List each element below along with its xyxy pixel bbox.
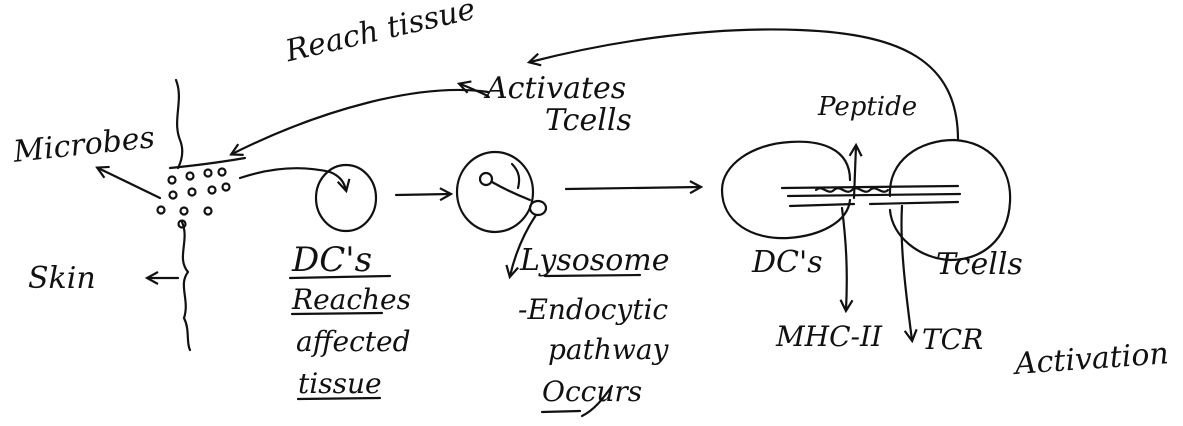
tcr-label: TCR	[922, 326, 983, 354]
affected-label: affected	[296, 328, 411, 356]
peptide-label: Peptide	[818, 94, 917, 120]
dcs-label: DC's	[292, 243, 372, 277]
t-cell	[890, 140, 1010, 260]
arrow-tcr-down	[901, 206, 912, 340]
skin-boundary-lower	[182, 222, 190, 350]
arrow-to-presenting-dc	[566, 187, 700, 189]
underline-occurs	[542, 411, 580, 412]
dendritic-cell-2	[457, 152, 533, 232]
arrow-to-lysosome	[512, 164, 519, 188]
endocytic-label: -Endocytic	[518, 296, 668, 324]
arrow-activates-to-skin	[232, 90, 488, 154]
lysosome-body	[530, 201, 546, 215]
peptide-squiggle	[816, 188, 888, 191]
tcr-line-1	[870, 202, 958, 204]
tcells-label-top: Tcells	[545, 106, 632, 136]
arrow-dc-to-endocytosis	[396, 194, 450, 195]
arrow-peptide-up	[854, 146, 856, 198]
endosome-path	[492, 182, 530, 200]
mhc-line-2	[788, 194, 960, 196]
tcells-label-right: Tcells	[936, 250, 1023, 280]
microbe-particles	[158, 169, 230, 228]
arrow-particles-to-dc	[240, 168, 346, 190]
lysosome-label: Lysosome	[520, 246, 669, 276]
mhc-line-1	[782, 186, 958, 188]
arrow-mhc-down	[842, 208, 847, 310]
skin-label: Skin	[28, 264, 96, 294]
skin-boundary-upper	[176, 80, 182, 168]
tissue-label: tissue	[298, 370, 382, 398]
mhc-line-3	[790, 204, 854, 206]
activates-label: Activates	[486, 74, 626, 104]
mhc-label: MHC-II	[776, 323, 882, 351]
arrow-to-microbes	[98, 168, 160, 198]
endosome	[480, 173, 492, 185]
pathway-label: pathway	[548, 336, 668, 364]
occurs-label: Occurs	[542, 378, 642, 406]
dcs-label-right: DC's	[752, 248, 823, 278]
presenting-dc	[722, 142, 850, 238]
reaches-label: Reaches	[292, 286, 411, 314]
dendritic-cell-1	[316, 165, 376, 231]
